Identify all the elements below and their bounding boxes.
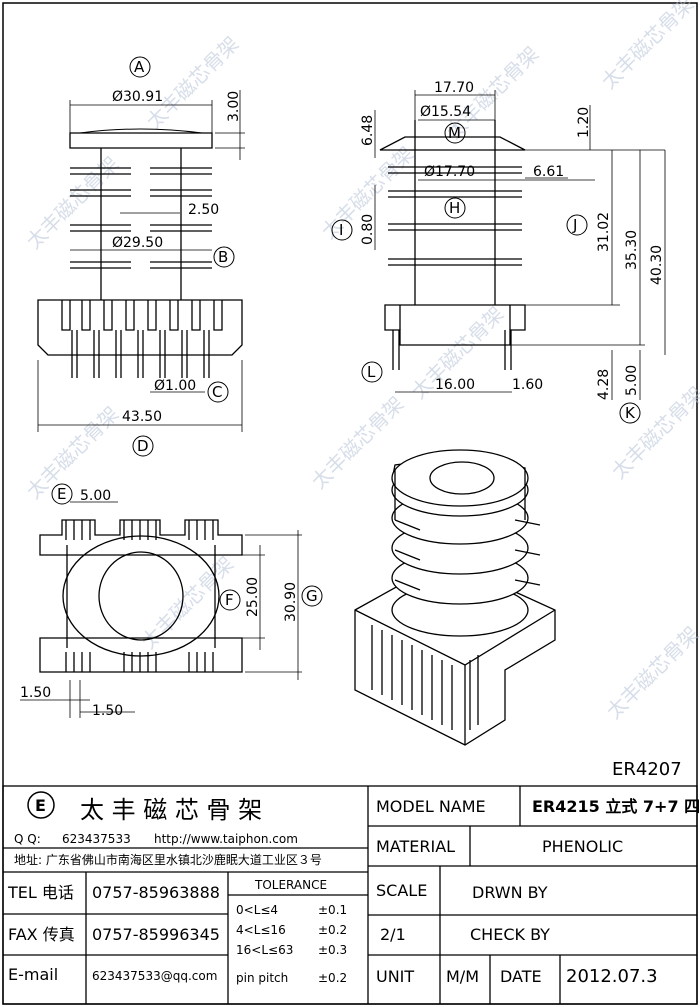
date-label: DATE xyxy=(500,967,542,986)
dim-i-thick: 0.80 xyxy=(360,214,376,245)
callout-h: H xyxy=(449,199,460,217)
logo-letter: E xyxy=(35,796,46,815)
tel-label: TEL 电话 xyxy=(7,883,74,902)
email-value: 623437533@qq.com xyxy=(92,969,217,983)
dim-m-dia: Ø15.54 xyxy=(420,104,471,120)
top-view-callouts: E F G xyxy=(51,483,323,611)
check-by-label: CHECK BY xyxy=(470,925,550,944)
dim-top-width: 17.70 xyxy=(434,80,474,96)
tol-value-4: ±0.2 xyxy=(318,971,347,985)
dim-l-pin: 1.60 xyxy=(512,377,543,393)
dim-width: 43.50 xyxy=(122,409,162,425)
callout-a: A xyxy=(134,58,145,76)
qq-value: 623437533 xyxy=(62,832,131,846)
dim-h-side: 6.61 xyxy=(533,164,564,180)
side-view-dimensions: 17.70 Ø15.54 1.20 6.48 Ø17.70 6.61 0.80 … xyxy=(360,80,665,400)
date-value: 2012.07.3 xyxy=(566,966,658,987)
address: 地址: 广东省佛山市南海区里水镇北沙鹿眠大道工业区３号 xyxy=(14,852,322,867)
callout-c: C xyxy=(212,383,222,401)
model-name-value: ER4215 立式 7+7 四槽 xyxy=(532,797,700,816)
tol-range-2: 4<L≤16 xyxy=(236,923,286,937)
unit-label: UNIT xyxy=(376,967,414,986)
dim-pin-dia: Ø1.00 xyxy=(154,378,196,394)
side-view-callouts: M H I J L K xyxy=(331,122,641,424)
callout-j: J xyxy=(572,216,577,234)
fax-label: FAX 传真 xyxy=(8,925,75,944)
dim-h-40: 40.30 xyxy=(649,245,665,285)
callout-k: K xyxy=(625,404,636,422)
tol-range-1: 0<L≤4 xyxy=(236,903,278,917)
dim-i-top: 6.48 xyxy=(360,115,376,146)
email-label: E-mail xyxy=(8,965,58,984)
material-label: MATERIAL xyxy=(376,837,455,856)
scale-label: SCALE xyxy=(376,881,427,900)
callout-g: G xyxy=(306,587,318,605)
scale-value: 2/1 xyxy=(380,925,406,944)
callout-d: D xyxy=(137,437,149,455)
front-view-callouts: A B C D xyxy=(129,56,235,457)
tel-value: 0757-85963888 xyxy=(92,883,220,902)
fax-value: 0757-85996345 xyxy=(92,925,220,944)
model-name-label: MODEL NAME xyxy=(376,797,486,816)
dim-f-height: 25.00 xyxy=(245,577,261,617)
title-block-text: E 太 丰 磁 芯 骨 架 Q Q: 623437533 http://www.… xyxy=(7,796,700,987)
unit-value: M/M xyxy=(446,967,479,986)
top-view-dimensions: 5.00 25.00 30.90 1.50 1.50 xyxy=(20,488,299,719)
part-code: ER4207 xyxy=(612,759,682,780)
front-view xyxy=(37,90,245,432)
company-name: 太 丰 磁 芯 骨 架 xyxy=(80,796,262,824)
title-block xyxy=(2,785,698,1005)
watermark-5: 太丰磁芯骨架 xyxy=(597,0,699,94)
dim-a-height: 3.00 xyxy=(226,91,242,122)
dim-h-dia: Ø17.70 xyxy=(424,164,475,180)
callout-l: L xyxy=(367,363,376,381)
callout-i: I xyxy=(339,221,343,239)
tol-value-3: ±0.3 xyxy=(318,943,347,957)
dim-b-dia: Ø29.50 xyxy=(112,235,163,251)
callout-e: E xyxy=(57,485,66,503)
dim-j-height: 31.02 xyxy=(596,212,612,252)
material-value: PHENOLIC xyxy=(542,837,623,856)
callout-m: M xyxy=(448,124,461,142)
top-view xyxy=(20,501,302,718)
watermark-9: 太丰磁芯骨架 xyxy=(607,382,700,484)
tol-range-3: 16<L≤63 xyxy=(236,943,293,957)
website: http://www.taiphon.com xyxy=(154,832,298,846)
dim-g-height: 30.90 xyxy=(283,582,299,622)
dim-k-len: 5.00 xyxy=(624,365,640,396)
dim-m-height: 1.20 xyxy=(576,107,592,138)
watermark-2: 太丰磁芯骨架 xyxy=(22,152,124,254)
dim-l-width: 16.00 xyxy=(435,377,475,393)
dim-e-pitch: 5.00 xyxy=(80,488,111,504)
dim-k-pin: 4.28 xyxy=(596,369,612,400)
tol-value-2: ±0.2 xyxy=(318,923,347,937)
tol-range-4: pin pitch xyxy=(236,971,288,985)
dim-h-35: 35.30 xyxy=(624,230,640,270)
dim-slot-a: 1.50 xyxy=(20,685,51,701)
dim-a-dia-top: Ø30.91 xyxy=(112,89,163,105)
side-view xyxy=(374,90,666,400)
callout-b: B xyxy=(218,248,228,266)
callout-f: F xyxy=(225,591,234,609)
dim-slot-b: 1.50 xyxy=(92,703,123,719)
qq-label: Q Q: xyxy=(14,832,41,846)
tolerance-label: TOLERANCE xyxy=(254,878,327,892)
drawn-by-label: DRWN BY xyxy=(472,883,548,902)
dim-pitch: 2.50 xyxy=(188,202,219,218)
front-view-dimensions: Ø30.91 3.00 2.50 Ø29.50 Ø1.00 43.50 xyxy=(112,89,242,425)
tol-value-1: ±0.1 xyxy=(318,903,347,917)
isometric-view xyxy=(354,449,556,746)
watermark-12: 太丰磁芯骨架 xyxy=(602,622,700,724)
